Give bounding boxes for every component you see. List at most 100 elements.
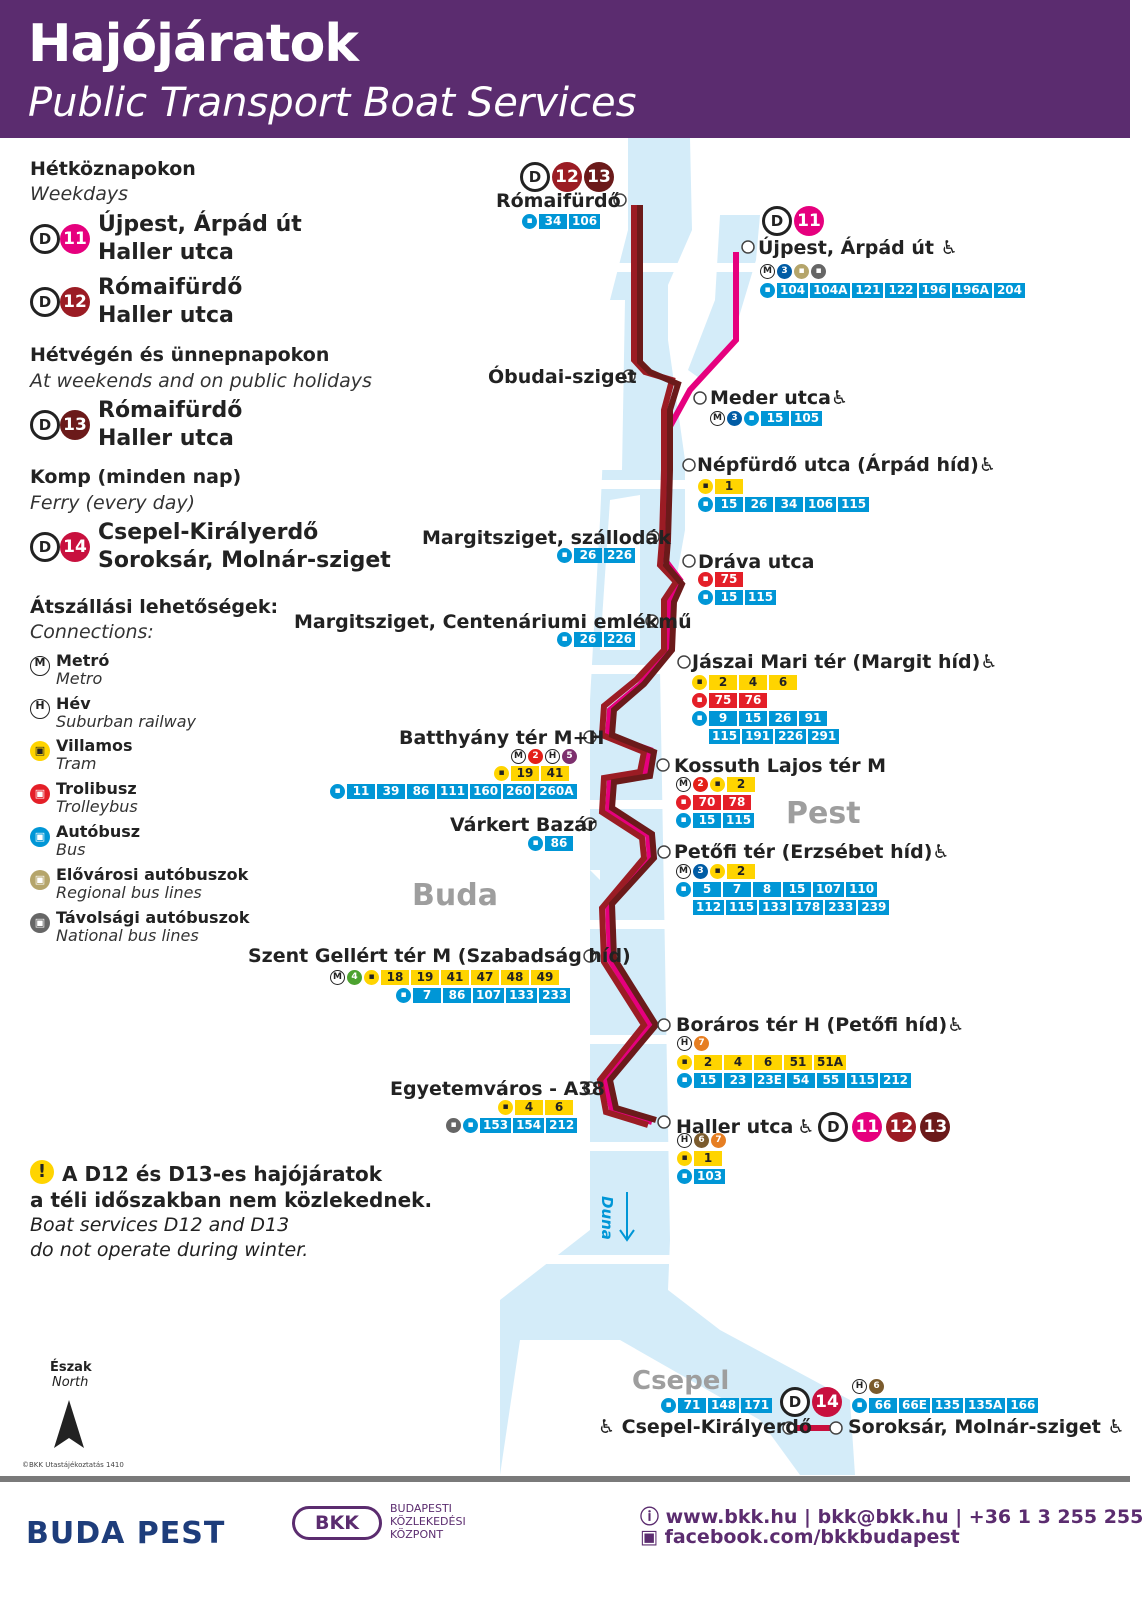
bus-chip: 226	[604, 548, 636, 563]
bus-chip: 121	[852, 283, 884, 298]
tram-chip: 1	[694, 1151, 722, 1166]
bus-chip: 104A	[810, 283, 851, 298]
stop-egyetemvaros[interactable]: Egyetemváros - A38	[390, 1078, 605, 1100]
stop-romaifurdo[interactable]: Rómaifürdő	[496, 190, 621, 212]
bus-chip: 233	[825, 900, 857, 915]
tram-icon: ▪	[677, 1151, 692, 1166]
tram-icon: ▪	[710, 864, 725, 879]
metro-line-badge: 3	[693, 864, 708, 879]
stop-csepel-bus: ▪ 71 148 171	[661, 1398, 773, 1413]
stop-name: Petőfi tér (Erzsébet híd)	[674, 841, 933, 863]
tram-chip: 49	[531, 970, 559, 985]
bus-chip: 115	[745, 590, 777, 605]
stop-varkert[interactable]: Várkert Bazár	[450, 814, 597, 836]
stop-csepel[interactable]: ♿ Csepel-Királyerdő	[598, 1416, 812, 1438]
bus-chip: 239	[858, 900, 890, 915]
stop-ujpest[interactable]: Újpest, Árpád út ♿	[758, 237, 958, 259]
bus-chip: 106	[805, 497, 837, 512]
stop-soroksar-hev: H 6	[852, 1379, 884, 1394]
stop-boraros[interactable]: Boráros tér H (Petőfi híd)♿	[676, 1014, 964, 1036]
district-pest: Pest	[786, 796, 861, 831]
conn-label: Hév	[56, 694, 91, 713]
stop-szallodak[interactable]: Margitsziget, szállodák	[422, 527, 671, 549]
bus-chip: 191	[742, 729, 774, 744]
conn-label: Metró	[56, 651, 110, 670]
river-danube	[500, 138, 855, 1475]
bus-icon: ▪	[852, 1398, 867, 1413]
stop-batthyany[interactable]: Batthyány tér M+H	[399, 727, 605, 749]
bus-chip: 15	[761, 411, 789, 426]
stop-nepfurdo-bus: ▪ 15 26 34 106 115	[698, 497, 870, 512]
stop-centenarium[interactable]: Margitsziget, Centenáriumi emlékmű	[294, 611, 692, 633]
legend-weekdays: Hétköznapokon	[30, 158, 196, 180]
boat-icon: D	[780, 1387, 810, 1417]
metro-icon: M	[760, 264, 775, 279]
bus-icon: ▪	[677, 1169, 692, 1184]
facebook-text: facebook.com/bkkbudapest	[664, 1526, 960, 1548]
accessible-icon: ♿	[932, 841, 950, 863]
bus-chip: 111	[437, 784, 469, 799]
stop-name: Soroksár, Molnár-sziget	[848, 1416, 1101, 1438]
tram-icon: ▪	[698, 479, 713, 494]
bus-chip: 23E	[754, 1073, 785, 1088]
warning-icon: !	[30, 1160, 54, 1184]
legend-ferry-en: Ferry (every day)	[30, 492, 196, 514]
contact-line[interactable]: ⓘ www.bkk.hu | bkk@bkk.hu | +36 1 3 255 …	[640, 1502, 1143, 1529]
bus-chip: 15	[693, 813, 721, 828]
legend-line-from: Csepel-Királyerdő	[98, 520, 319, 545]
metro-line-badge: 4	[347, 970, 362, 985]
bkk-logo: BKK	[292, 1506, 382, 1540]
metro-icon: M	[710, 411, 725, 426]
legend-line-to: Soroksár, Molnár-sziget	[98, 548, 391, 573]
bus-chip: 115	[838, 497, 870, 512]
boat-icon: D	[30, 224, 60, 254]
copyright: ©BKK Utastájékoztatás 1410	[22, 1461, 124, 1469]
stop-soroksar[interactable]: Soroksár, Molnár-sziget ♿	[848, 1416, 1125, 1438]
boat-icon: D	[520, 162, 550, 192]
north-arrow-icon	[54, 1400, 84, 1448]
stop-name: Haller utca	[676, 1116, 794, 1138]
stop-ujpest-bus: ▪ 104 104A 121 122 196 196A 204	[760, 283, 1025, 298]
legend-line-from: Rómaifürdő	[98, 398, 243, 423]
route-badge-11: 11	[852, 1112, 883, 1142]
trolleybus-icon: ▪	[692, 693, 707, 708]
stop-ujpest-transfers: M 3 ▪ ▪	[760, 264, 826, 279]
stop-romaifurdo-lines: D 12 13	[520, 162, 614, 192]
stop-meder[interactable]: Meder utca♿	[710, 387, 848, 409]
stop-gellert[interactable]: Szent Gellért tér M (Szabadság híd)	[248, 945, 631, 967]
bus-chip: 115	[723, 813, 755, 828]
accessible-icon: ♿	[830, 387, 849, 409]
stop-kossuth-tram: M 2 ▪ 2	[676, 777, 755, 792]
stop-gellert-bus: ▪ 7 86 107 133 233	[396, 988, 571, 1003]
bus-chip: 7	[413, 988, 441, 1003]
bkk-name: BUDAPESTI KÖZLEKEDÉSI KÖZPONT	[390, 1502, 466, 1541]
stop-jaszai[interactable]: Jászai Mari tér (Margit híd)♿	[692, 651, 997, 673]
bus-icon: ▣	[30, 827, 50, 847]
metro-line-badge: 3	[777, 264, 792, 279]
suburban-railway-icon: H	[852, 1379, 867, 1394]
bus-icon: ▪	[396, 988, 411, 1003]
tram-chip: 19	[411, 970, 439, 985]
bus-chip: 115	[726, 900, 758, 915]
stop-boraros-bus: ▪ 15 23 23E 54 55 115 212	[677, 1073, 912, 1088]
stop-centenarium-bus: ▪ 26 226	[557, 632, 636, 647]
stop-nepfurdo[interactable]: Népfürdő utca (Árpád híd)♿	[697, 454, 996, 476]
stop-boraros-tram: ▪ 2 4 6 51 51A	[677, 1055, 846, 1070]
facebook-link[interactable]: ▣ facebook.com/bkkbudapest	[640, 1526, 960, 1548]
accessible-icon: ♿	[947, 1014, 965, 1036]
stop-obudai-sziget[interactable]: Óbudai-sziget	[488, 366, 637, 388]
stop-batthyany-rail: M 2 H 5	[511, 749, 577, 764]
conn-label: Autóbusz	[56, 822, 141, 841]
stop-kossuth[interactable]: Kossuth Lajos tér M	[674, 755, 887, 777]
tram-chip: 19	[511, 766, 539, 781]
bus-chip: 212	[546, 1118, 578, 1133]
stop-nepfurdo-tram: ▪ 1	[698, 479, 743, 494]
boat-icon: D	[762, 206, 792, 236]
stop-petofi-ter[interactable]: Petőfi tér (Erzsébet híd)♿	[674, 841, 949, 863]
stop-drava[interactable]: Dráva utca	[698, 551, 815, 573]
footer-divider	[0, 1476, 1130, 1482]
stop-haller-hev: H 6 7	[677, 1133, 726, 1148]
stop-haller[interactable]: Haller utca ♿ D 11 12 13	[676, 1112, 951, 1142]
